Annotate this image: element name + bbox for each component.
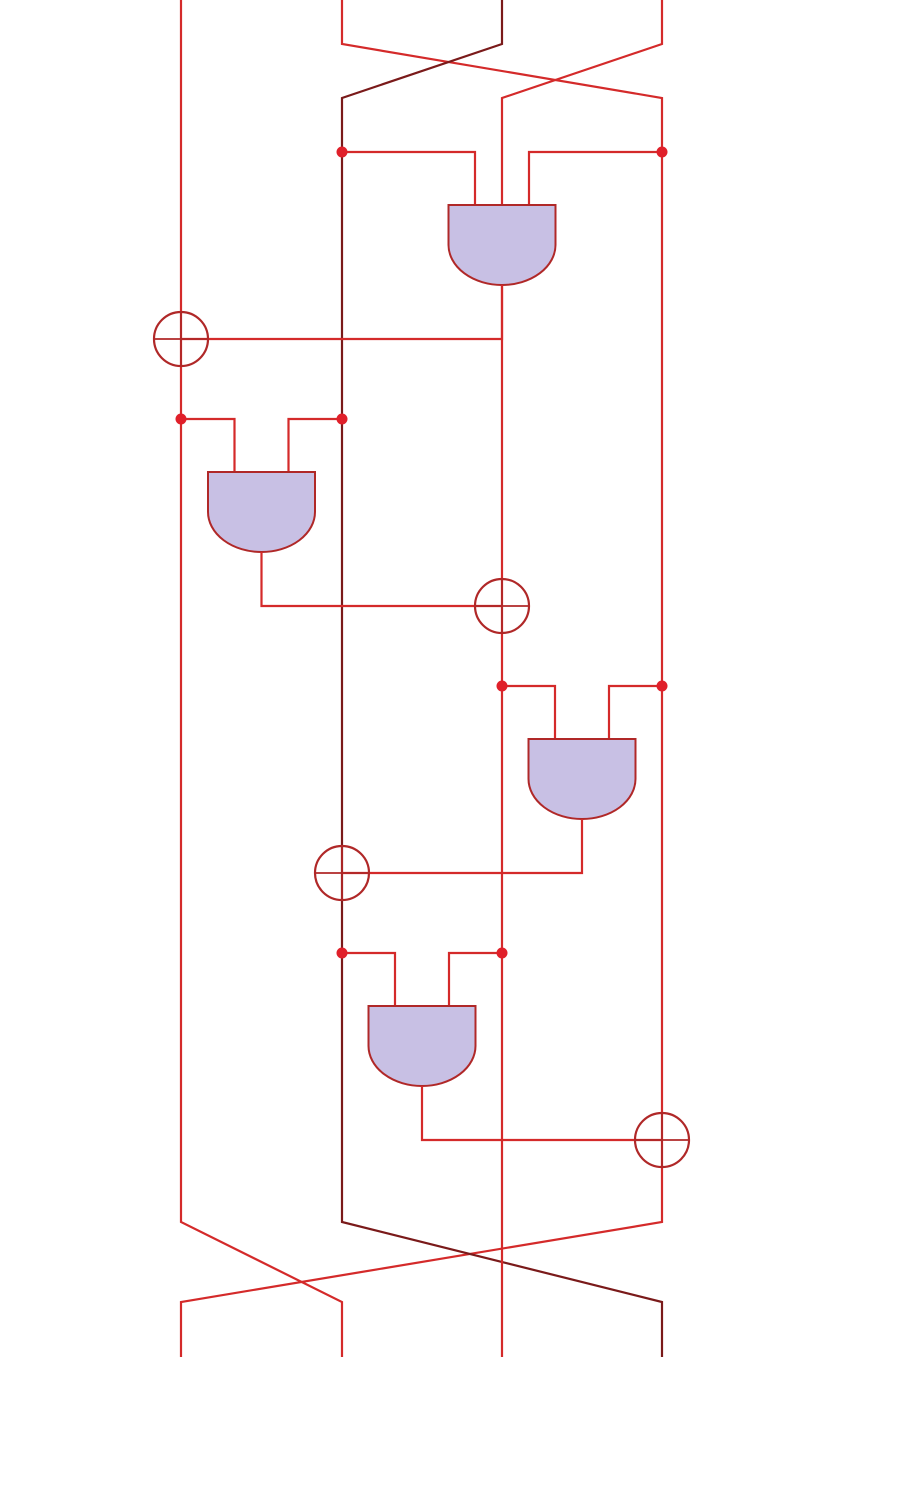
output-line [420, 1086, 662, 1142]
qubit-wire-1 [340, 0, 664, 1357]
output-line [181, 285, 504, 341]
xor-target-icon [313, 844, 371, 902]
and-gate-icon [447, 204, 557, 286]
toffoli-gate [152, 146, 668, 368]
gate-layer [152, 146, 691, 1169]
control-line [342, 951, 397, 1006]
control-line [181, 417, 236, 472]
toffoli-gate [175, 413, 531, 635]
control-dot [656, 680, 668, 692]
toffoli-gate [336, 947, 691, 1169]
control-dot [496, 680, 508, 692]
control-dot [496, 947, 508, 959]
xor-target-icon [473, 577, 531, 635]
control-line [447, 951, 502, 1006]
control-line [607, 684, 662, 739]
control-dot [656, 146, 668, 158]
control-line [287, 417, 342, 472]
control-dot [336, 947, 348, 959]
and-gate-icon [207, 471, 316, 553]
qubit-wire-3 [179, 0, 664, 1357]
output-line [260, 552, 502, 608]
control-line [342, 150, 477, 205]
control-dot [336, 146, 348, 158]
toffoli-gate [313, 680, 668, 902]
qubit-wire-0 [179, 0, 344, 1357]
xor-target-icon [633, 1111, 691, 1169]
wire-layer [179, 0, 664, 1357]
control-line [502, 684, 557, 739]
xor-target-icon [152, 310, 210, 368]
control-dot [175, 413, 187, 425]
and-gate-icon [527, 738, 637, 820]
output-line [342, 819, 584, 875]
and-gate-icon [367, 1005, 477, 1088]
control-dot [336, 413, 348, 425]
qubit-wire-2 [500, 0, 664, 1357]
control-line [527, 150, 662, 205]
